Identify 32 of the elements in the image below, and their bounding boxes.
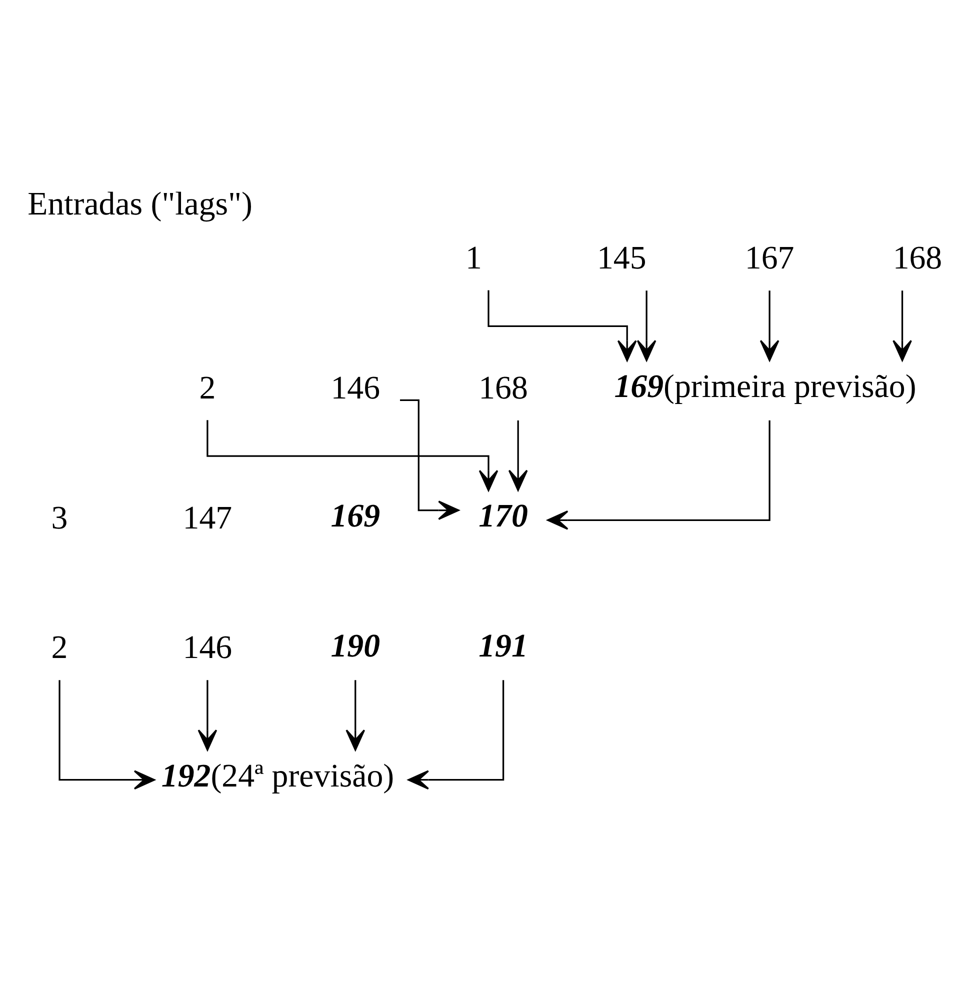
arrow — [547, 420, 770, 530]
node-text: 190 — [330, 628, 380, 665]
node-text: 146 — [182, 630, 232, 666]
node-text: 2 — [51, 630, 68, 666]
node-text: 2 — [199, 370, 216, 407]
arrow — [206, 420, 498, 492]
node-label: (primeira previsão) — [664, 368, 916, 405]
node-text: 168 — [478, 370, 528, 407]
node-text: 170 — [478, 498, 528, 535]
label: 3 — [51, 500, 68, 536]
node-text: 192 — [161, 758, 211, 794]
node-text: 168 — [892, 240, 942, 277]
arrow — [508, 420, 528, 492]
node-text: 145 — [596, 240, 646, 277]
arrow — [636, 290, 656, 362]
arrow — [760, 290, 780, 362]
node-text: 167 — [744, 240, 794, 277]
node-label: (24ª previsão) — [210, 758, 394, 794]
node-text: 169 — [614, 368, 664, 405]
arrow — [400, 399, 460, 520]
arrow — [346, 680, 366, 751]
arrow — [892, 290, 912, 362]
node-text: 146 — [330, 370, 380, 407]
node-text: 1 — [465, 240, 482, 277]
arrow — [488, 290, 637, 362]
arrow — [408, 680, 504, 790]
arrow — [58, 680, 156, 790]
diagram-title: Entradas ("lags") — [28, 186, 252, 222]
node-text: 191 — [478, 628, 528, 665]
label: 169 — [330, 498, 380, 535]
label: 147 — [182, 500, 232, 536]
arrow — [198, 680, 218, 751]
